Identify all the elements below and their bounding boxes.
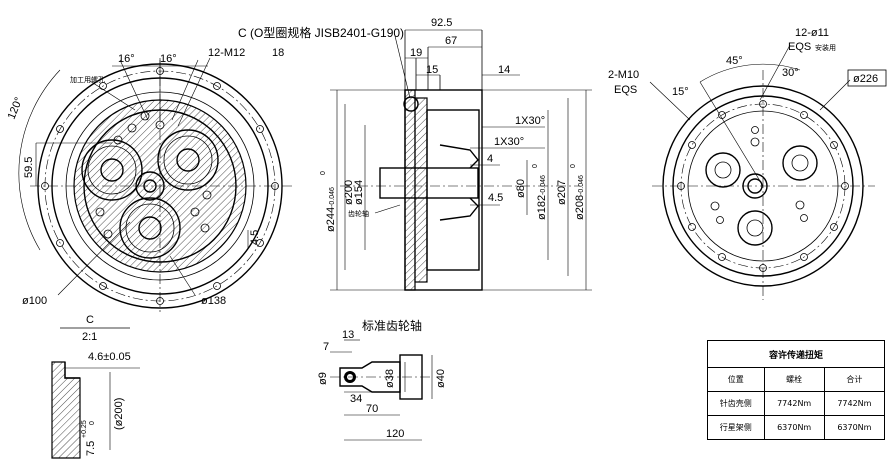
dim-13: 13 [342,329,354,341]
dim-7: 7 [323,341,329,353]
dia-138: ø138 [201,295,226,307]
dim-15: 15 [426,64,438,76]
tol-upper: +0.25 [81,420,88,438]
chamfer-1: 1X30° [515,115,545,127]
dia-100: ø100 [22,295,47,307]
dia-207: ø207 [556,180,568,205]
detail-c-label: C [86,314,94,326]
rear-view [649,44,875,300]
dim-67: 67 [445,35,457,47]
angle-16a: 16° [118,53,135,65]
dia-208: ø208-0.046 [574,175,586,220]
zero-244: 0 [320,171,327,175]
dia-244: ø244-0.046 [325,187,337,232]
dim-59-5: 59.5 [23,157,35,178]
dia-38: ø38 [384,369,396,388]
detail-c-scale: 2:1 [82,331,97,343]
dia-9: ø9 [317,372,329,385]
dim-4-5-section: 4.5 [488,192,503,204]
dia-154: ø154 [353,180,365,205]
dim-92-5: 92.5 [431,17,452,29]
row1-bolt: 7742Nm [763,391,825,416]
gear-shaft-title: 标准齿轮轴 [362,318,422,333]
header-bolt: 螺栓 [763,367,825,392]
dia-80: ø80 [515,179,527,198]
dia-226-box [847,69,887,87]
angle-45: 45° [726,55,743,67]
chamfer-2: 1X30° [494,136,524,148]
row1-position: 针齿壳侧 [707,391,765,416]
o-ring-label: C (O型圈规格 JISB2401-G190) [238,25,404,40]
holes-11: 12-ø11 [795,27,829,39]
dia-40: ø40 [435,369,447,388]
table-row: 行星架侧 6370Nm 6370Nm [707,415,886,440]
table-row: 针齿壳侧 7742Nm 7742Nm [707,391,886,416]
row1-total: 7742Nm [823,391,886,416]
section-view [330,29,592,291]
dim-4: 4 [487,153,493,165]
row2-bolt: 6370Nm [763,415,825,440]
dim-14: 14 [498,64,510,76]
header-position: 位置 [707,367,765,392]
dim-120: 120 [386,428,404,440]
angle-30: 30° [782,67,799,79]
eqs-a: EQS [788,41,811,53]
tap-note: 加工用螺孔 [70,75,105,84]
holes-m10: 2-M10 [608,69,639,81]
gear-shaft [330,339,433,441]
front-view [18,57,292,312]
detail-c [51,327,140,459]
dia-200: ø200 [343,180,355,205]
dia-182: ø182-0.046 [536,175,548,220]
torque-table-title: 容许传递扭矩 [707,340,885,368]
hole-depth: 18 [272,47,284,59]
dim-19: 19 [410,47,422,59]
dim-4-6: 4.6±0.05 [88,351,131,363]
header-total: 合计 [823,367,886,392]
zero-208: 0 [570,164,577,168]
dia-200-ref: (ø200) [113,398,125,430]
angle-16b: 16° [160,53,177,65]
row2-total: 6370Nm [823,415,886,440]
eqs-b: EQS [614,84,637,96]
eqs-note: 安装用 [815,43,836,52]
zero-182: 0 [532,164,539,168]
torque-table: 容许传递扭矩 位置 螺栓 合计 针齿壳侧 7742Nm 7742Nm 行星架侧 … [707,340,886,440]
dia-226: ø226 [853,73,878,85]
hole-label: 12-M12 [208,47,245,59]
dim-4-5-front: 4.5 [249,230,261,245]
tol-lower: 0 [89,421,96,425]
angle-120: 120° [6,96,26,122]
dim-70: 70 [366,403,378,415]
row2-position: 行星架侧 [707,415,765,440]
gear-shaft-note: 齿轮轴 [348,209,369,218]
angle-15: 15° [672,86,689,98]
dim-34: 34 [350,393,362,405]
dim-7-5: 7.5 [85,441,97,456]
